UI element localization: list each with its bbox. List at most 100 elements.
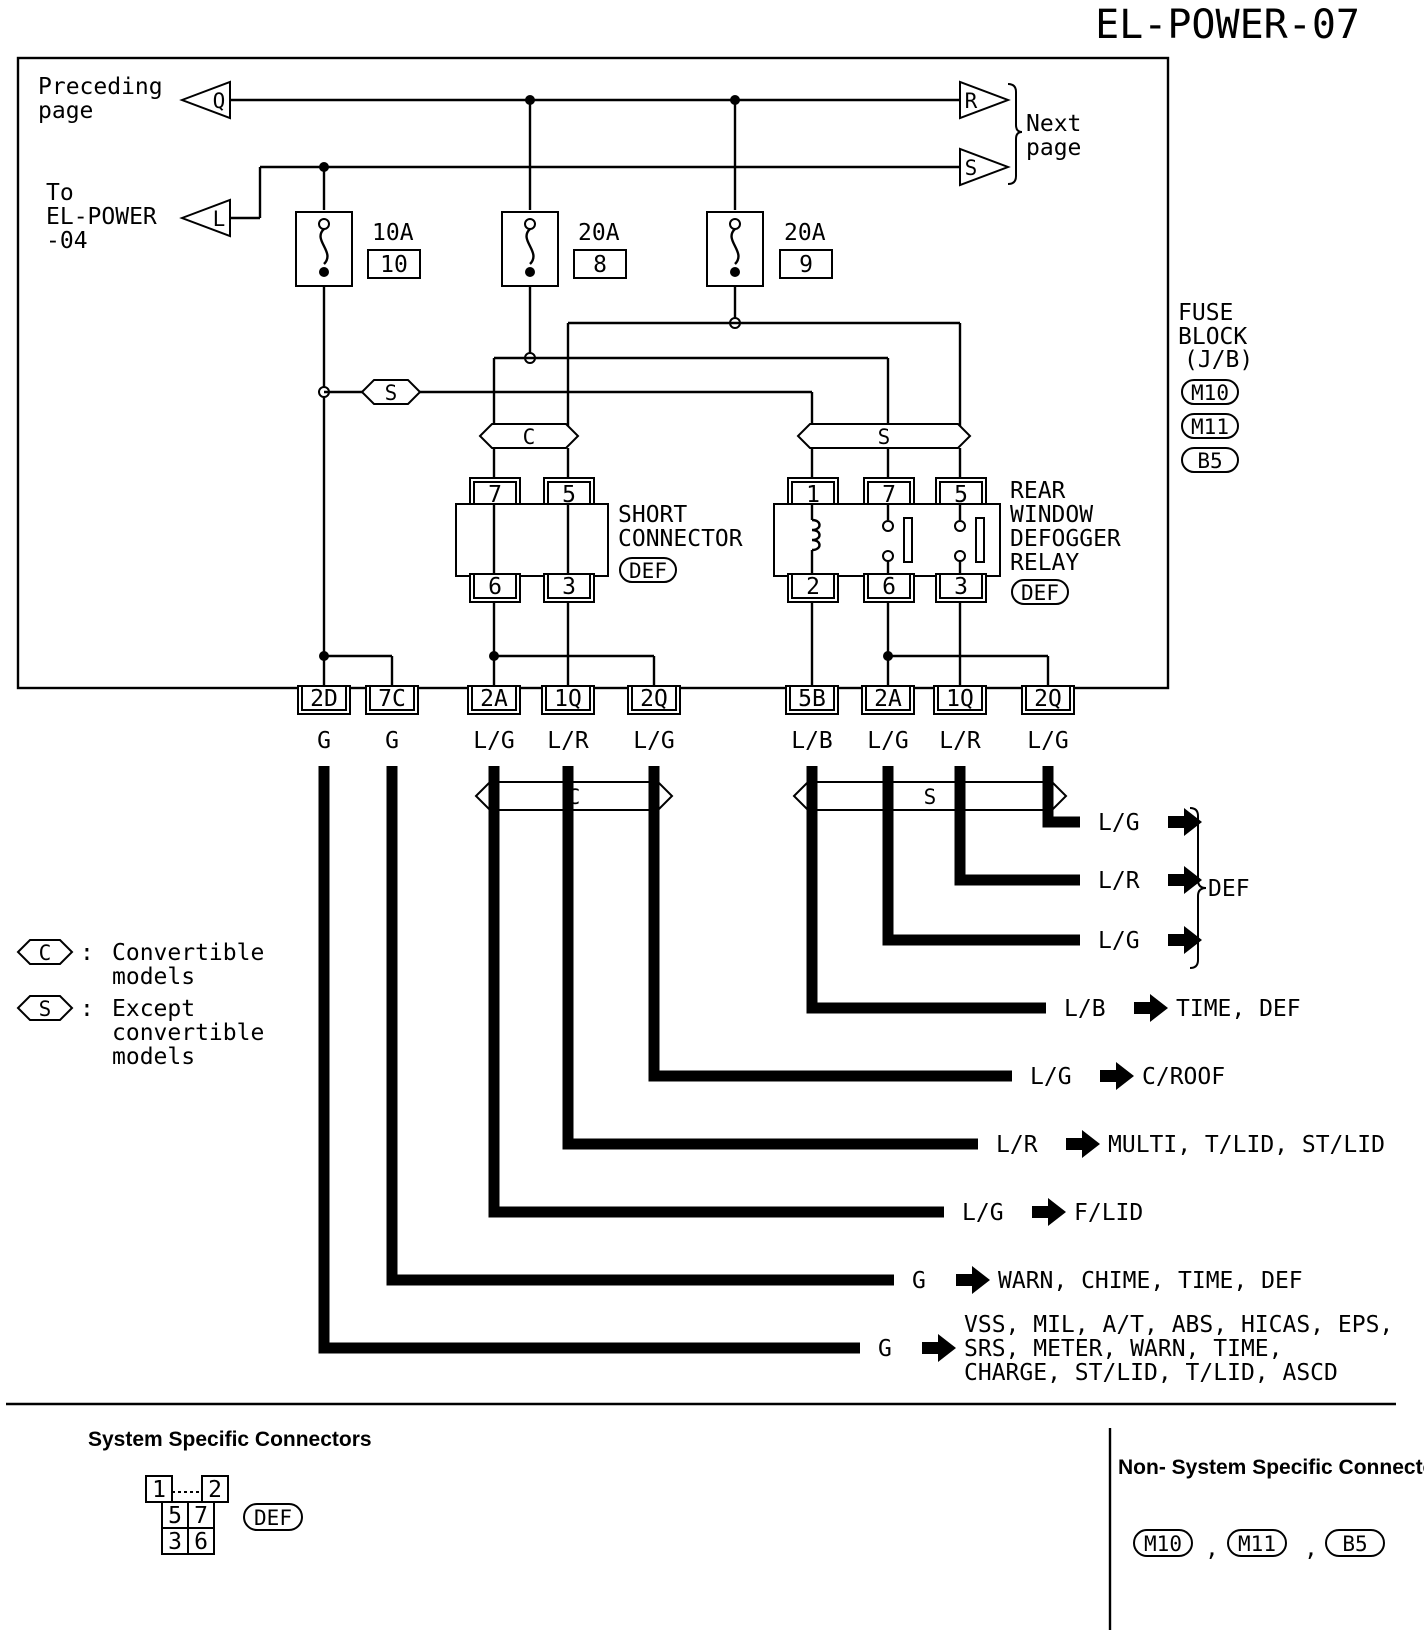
separator: , — [1205, 1536, 1219, 1562]
arrow-q-label: Q — [213, 89, 226, 113]
legend-c-text: models — [112, 964, 195, 990]
output-wire — [386, 766, 894, 1286]
terminal-label: 2D — [310, 686, 338, 712]
svg-text:2: 2 — [806, 574, 820, 600]
legend-s-text: convertible — [112, 1020, 264, 1046]
svg-text:7: 7 — [488, 482, 502, 508]
fuse-rating: 20A — [578, 220, 620, 246]
svg-text:DEF: DEF — [629, 559, 667, 583]
arrow-right-icon — [1168, 866, 1202, 894]
output-wire — [648, 766, 1012, 1082]
output-label: L/G — [1098, 808, 1202, 836]
output-wires — [318, 766, 1080, 1354]
svg-text:B5: B5 — [1197, 449, 1222, 473]
output-destination: VSS, MIL, A/T, ABS, HICAS, EPS, — [964, 1312, 1393, 1338]
output-wire — [318, 766, 860, 1354]
non-system-connector-b5: B5 — [1325, 1529, 1385, 1557]
terminal-label: 7C — [378, 686, 406, 712]
fuse-block-connector-b5: B5 — [1181, 447, 1239, 473]
legend-s-text: Except — [112, 996, 195, 1022]
svg-text:S: S — [385, 381, 398, 405]
output-destination: SRS, METER, WARN, TIME, — [964, 1336, 1283, 1362]
wire-color-label: L/G — [1027, 728, 1069, 754]
to-ref-label: To — [46, 180, 74, 206]
terminal-label: 2A — [480, 686, 508, 712]
svg-text:M11: M11 — [1238, 1532, 1276, 1556]
svg-text:C: C — [523, 425, 536, 449]
fuse-10a: 10A 10 — [295, 167, 421, 287]
preceding-page-label: page — [38, 98, 93, 124]
fuse-number: 8 — [593, 252, 607, 278]
output-color: L/B — [1064, 996, 1106, 1022]
svg-text:S: S — [924, 785, 937, 809]
terminal: 2A — [861, 685, 915, 715]
connector-arrow-s[interactable]: S — [959, 147, 1011, 187]
output-color: L/G — [1098, 928, 1140, 954]
arrow-right-icon — [1100, 1062, 1134, 1090]
terminal: 1Q — [933, 685, 987, 715]
next-page-label: Next — [1026, 111, 1081, 137]
terminal: 5B — [785, 685, 839, 715]
svg-text:5: 5 — [168, 1503, 182, 1529]
relay-label: DEFOGGER — [1010, 526, 1121, 552]
preceding-page-label: Preceding — [38, 74, 163, 100]
connector-arrow-q[interactable]: Q — [179, 80, 231, 120]
output-wire — [806, 766, 1046, 1014]
terminal-label: 1Q — [946, 686, 974, 712]
arrow-right-icon — [1066, 1130, 1100, 1158]
output-wire — [882, 766, 1080, 946]
svg-text::: : — [80, 996, 94, 1022]
wire-color-label: L/G — [633, 728, 675, 754]
fuse-rating: 10A — [372, 220, 414, 246]
output-color: G — [912, 1268, 926, 1294]
svg-text:2: 2 — [208, 1477, 222, 1503]
terminal: 1Q — [541, 685, 595, 715]
connector-arrow-l[interactable]: L — [179, 198, 231, 238]
output-color: G — [878, 1336, 892, 1362]
svg-text:1: 1 — [806, 482, 820, 508]
svg-text:3: 3 — [562, 574, 576, 600]
svg-text:M10: M10 — [1144, 1532, 1182, 1556]
terminal: 2Q — [1021, 685, 1075, 715]
svg-text:1: 1 — [152, 1477, 166, 1503]
fuse-block-connector-m11: M11 — [1181, 413, 1239, 439]
output-color: L/G — [962, 1200, 1004, 1226]
arrow-right-icon — [1032, 1198, 1066, 1226]
output-label: L/R — [1098, 866, 1202, 894]
svg-text:S: S — [878, 425, 891, 449]
fuse-number: 9 — [799, 252, 813, 278]
connector-arrow-r[interactable]: R — [959, 80, 1011, 120]
fuse-block-label: BLOCK — [1178, 324, 1247, 350]
fuse-rating: 20A — [784, 220, 826, 246]
fuse-block-label: FUSE — [1178, 300, 1233, 326]
def-group-label: DEF — [1208, 876, 1250, 902]
defogger-relay: 1 7 5 2 6 3 — [773, 477, 1001, 603]
to-ref-label: EL-POWER — [46, 204, 157, 230]
fuse-block-label: (J/B) — [1184, 347, 1253, 373]
svg-text:6: 6 — [194, 1529, 208, 1555]
svg-text:DEF: DEF — [254, 1506, 292, 1530]
next-page-label: page — [1026, 135, 1081, 161]
legend-s: S : Except convertible models — [16, 995, 264, 1070]
terminal-label: 1Q — [554, 686, 582, 712]
output-color: L/R — [1098, 868, 1140, 894]
arrow-right-icon — [1168, 926, 1202, 954]
arrow-right-icon — [922, 1334, 956, 1362]
arrow-r-label: R — [965, 89, 978, 113]
svg-text:M11: M11 — [1191, 415, 1229, 439]
arrow-l-label: L — [213, 207, 226, 231]
relay-label: WINDOW — [1010, 502, 1093, 528]
svg-text:M10: M10 — [1191, 381, 1229, 405]
legend-s-text: models — [112, 1044, 195, 1070]
wire-color-label: L/R — [939, 728, 981, 754]
terminal-label: 2Q — [640, 686, 668, 712]
relay-label: REAR — [1010, 478, 1066, 504]
short-connector-tag: DEF — [619, 557, 677, 583]
output-destination: C/ROOF — [1142, 1064, 1225, 1090]
svg-text:DEF: DEF — [1021, 581, 1059, 605]
split-s-bottom: S — [792, 781, 1068, 811]
wire-color-label: L/R — [547, 728, 589, 754]
wire-color-label: L/B — [791, 728, 833, 754]
